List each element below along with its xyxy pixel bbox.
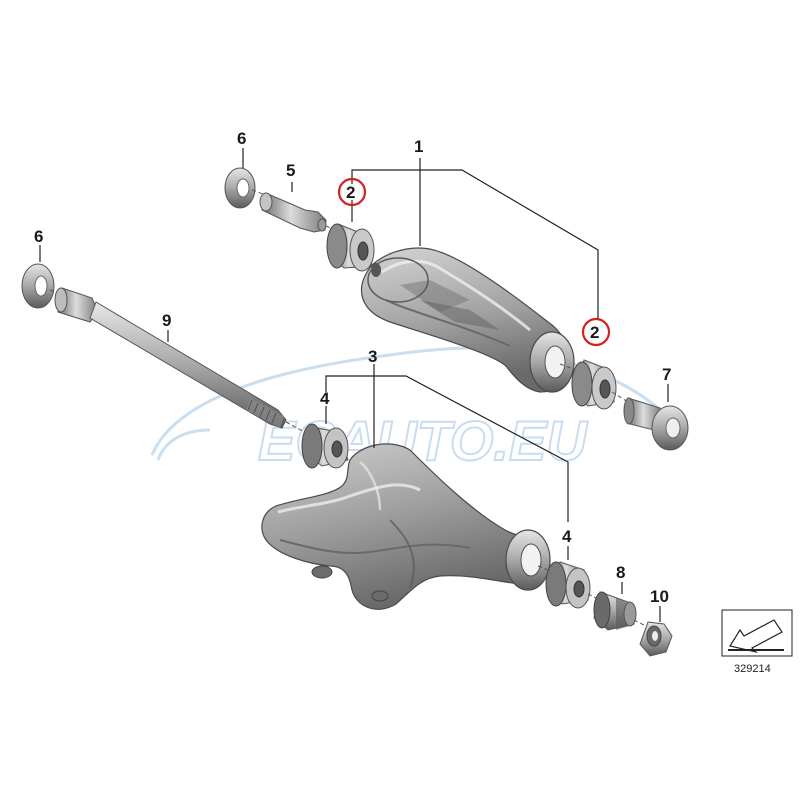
label-part-3: 3 [368,347,377,366]
part-10-nut [639,621,673,657]
part-4-bearing-right [545,561,591,609]
dash-8-10 [633,619,647,627]
part-5-spacer-sleeve [259,192,327,233]
dash-1-2 [559,363,583,373]
part-1-upper-link-arm [361,247,575,393]
direction-arrow-icon [729,619,783,654]
part-6-washer-left [21,263,55,309]
label-part-2-top: 2 [346,183,355,202]
part-labels: 1 2 2 3 4 4 5 6 6 7 8 9 10 [34,129,671,606]
part-2-bearing-right [571,359,617,410]
watermark-car-base-icon [156,428,211,461]
label-part-9: 9 [162,311,171,330]
part-9-long-bolt [54,287,287,429]
label-part-8: 8 [616,563,625,582]
highlight-circle-2-top [337,177,367,207]
label-part-1: 1 [414,137,423,156]
label-part-4-left: 4 [320,389,330,408]
label-part-6-top: 6 [237,129,246,148]
label-part-6-left: 6 [34,227,43,246]
dash-2-7 [611,391,629,403]
part-3-lower-bracket [261,443,551,610]
reference-number: 329214 [734,663,771,675]
leader-lines [39,148,669,622]
part-2-bearing-left [326,223,375,272]
reference-box: 329214 [721,609,793,675]
part-7-flanged-sleeve [623,397,689,451]
part-4-bearing-left [301,423,349,469]
part-8-bushing [593,591,637,631]
label-part-4-right: 4 [562,527,572,546]
label-part-7: 7 [662,365,671,384]
label-part-5: 5 [286,161,295,180]
part-6-washer-top [224,167,256,209]
label-part-2-right: 2 [590,323,599,342]
highlight-circle-2-right [581,317,611,347]
dash-4-8 [587,593,601,601]
label-part-10: 10 [650,587,669,606]
